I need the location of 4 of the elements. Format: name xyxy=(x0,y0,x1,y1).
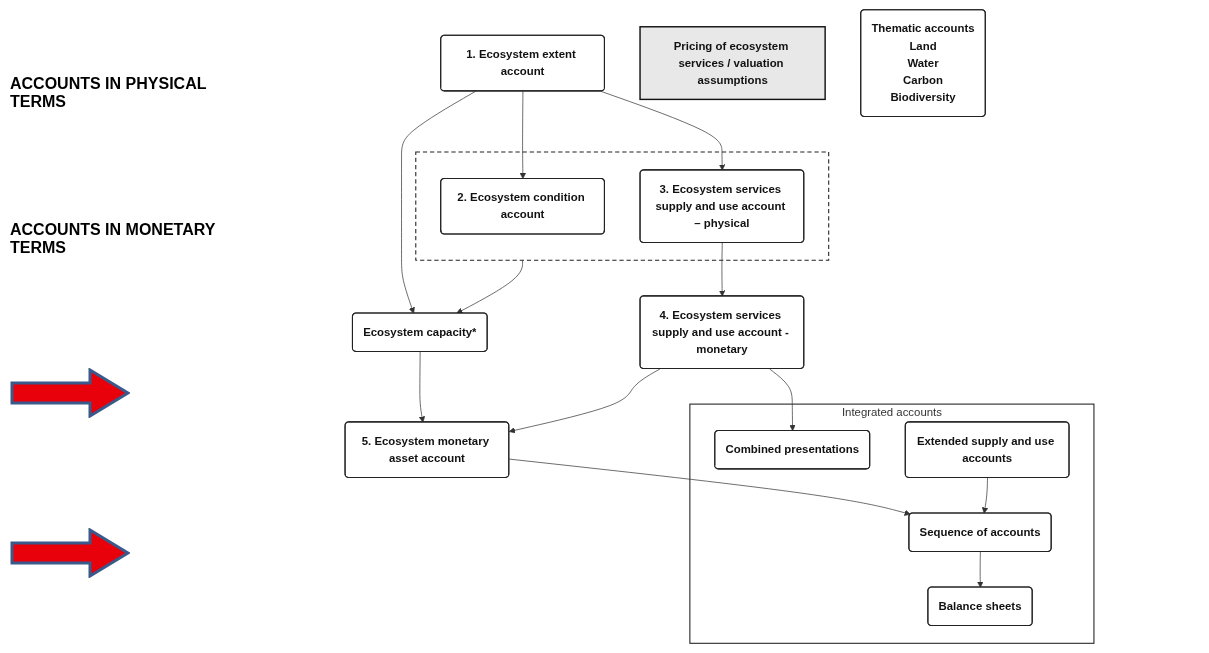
cluster xyxy=(415,151,830,261)
node-box: Pricing of ecosystem services / valuation assumptions xyxy=(639,26,826,101)
section-label: ACCOUNTS IN PHYSICAL TERMS xyxy=(10,75,208,112)
section-label: ACCOUNTS IN MONETARY TERMS xyxy=(10,221,217,258)
